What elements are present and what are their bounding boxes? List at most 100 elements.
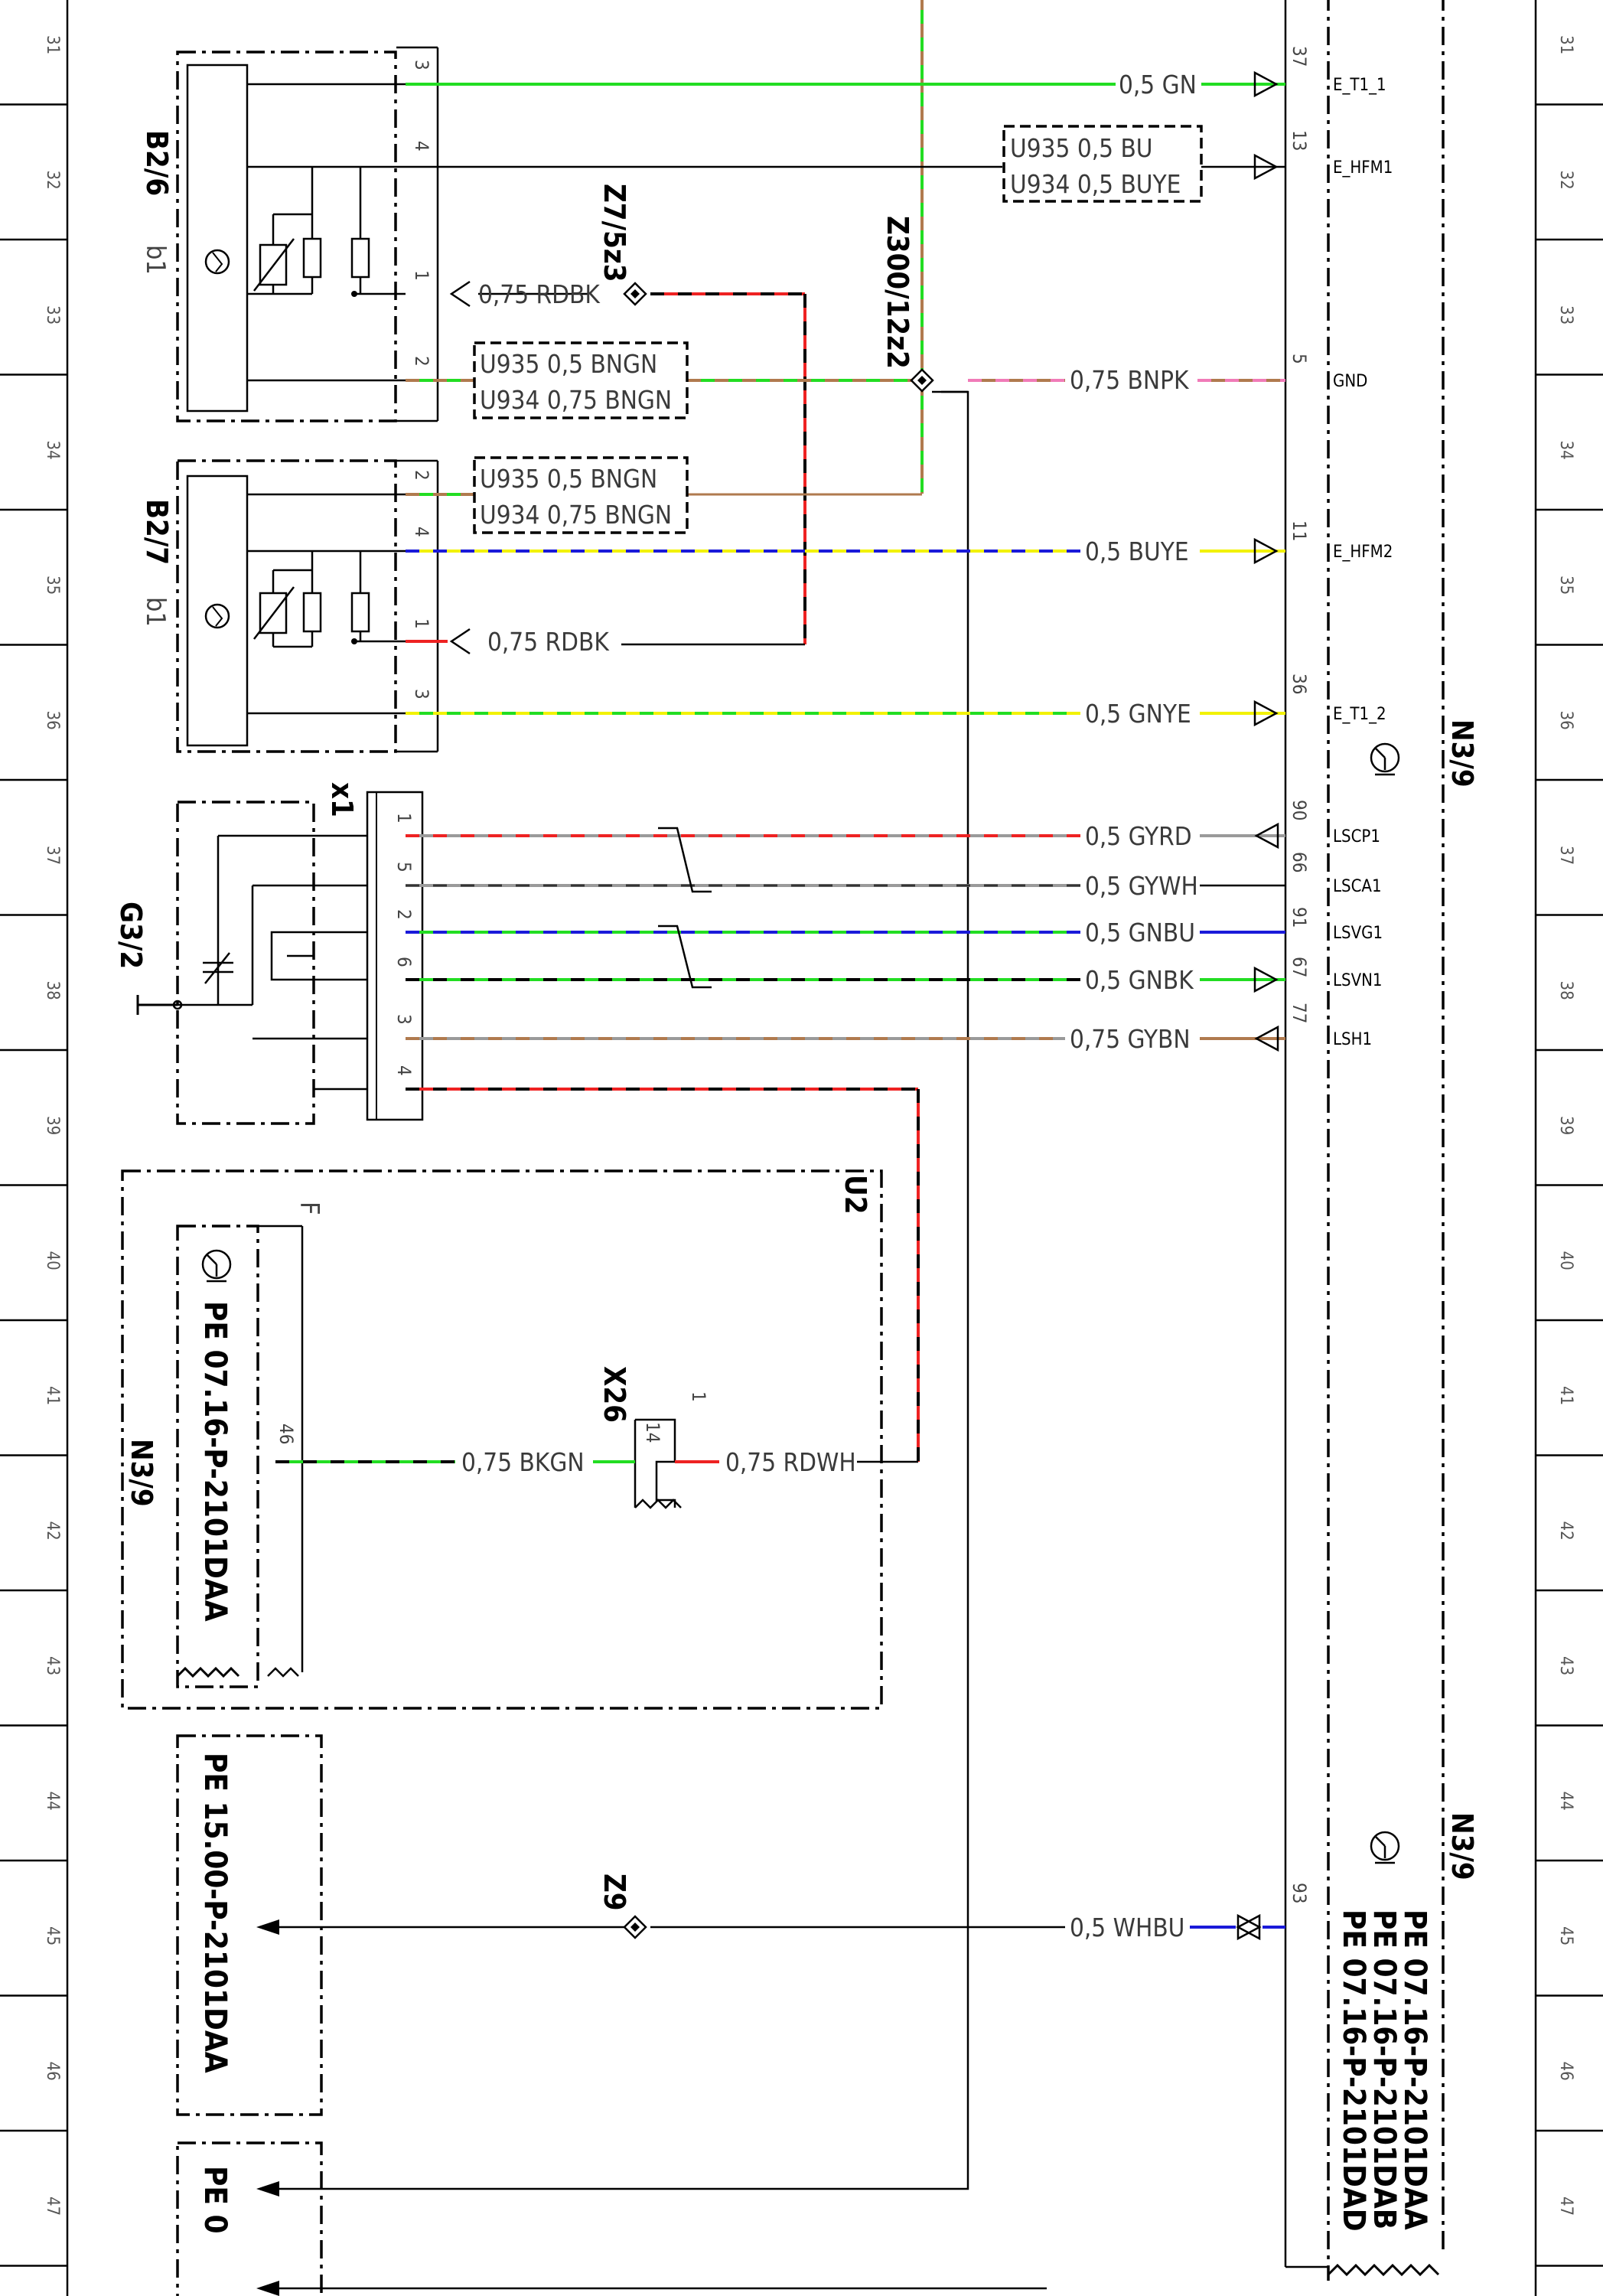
- row-number: 40: [1556, 1251, 1575, 1270]
- row-number: 45: [43, 1926, 62, 1945]
- row-number: 33: [43, 305, 62, 325]
- pe-reference[interactable]: PE 0: [197, 2166, 233, 2234]
- ntc-resistor: [253, 238, 295, 292]
- ntc-resistor: [253, 586, 295, 640]
- wires: [260, 0, 1285, 2290]
- component-n3-9: N3/9 N3/9 PE 07.16-P-2101DAA PE 07.16-P-…: [1284, 0, 1479, 2281]
- pin-label: 46: [275, 1424, 297, 1444]
- pin-label: 4: [393, 1065, 415, 1076]
- variant-line: U934 0,75 BNGN: [480, 500, 672, 530]
- n3-9-inner-ref: N3/9: [125, 1439, 158, 1507]
- wire-label-buye: 0,5 BUYE: [1085, 536, 1189, 566]
- pin-label: 1: [411, 618, 432, 629]
- u2-ref: U2: [839, 1175, 872, 1215]
- wire-label-bnpk: 0,75 BNPK: [1070, 365, 1190, 395]
- x1-ref: x1: [325, 782, 359, 817]
- pe-reference[interactable]: PE 07.16-P-2101DAB: [1367, 1910, 1402, 2229]
- pe-reference[interactable]: PE 07.16-P-2101DAA: [1397, 1910, 1432, 2230]
- wire-label-whbu: 0,5 WHBU: [1070, 1913, 1184, 1942]
- row-number: 37: [1556, 846, 1575, 865]
- wire-labels: 0,5 GN 0,75 RDBK 0,75 BNPK 0,5 BUYE 0,75…: [461, 70, 1198, 1942]
- ecu-symbol-icon: [1370, 742, 1400, 776]
- b2-6-sub: b1: [140, 245, 171, 275]
- pin-label: 5: [393, 862, 415, 872]
- row-number: 45: [1556, 1926, 1575, 1945]
- connector-x26: X26 14 1: [598, 1366, 709, 1509]
- signal-label: E_T1_1: [1333, 76, 1386, 95]
- pin-label: 36: [1289, 673, 1310, 694]
- signal-label: LSCA1: [1333, 877, 1382, 896]
- ecu-symbol-icon: [201, 1249, 232, 1283]
- reference-box-pe-15: PE 15.00-P-2101DAA: [176, 1734, 323, 2116]
- variant-line: U935 0,5 BNGN: [480, 464, 657, 494]
- splice-z9: Z9: [598, 1874, 647, 1939]
- wire-label-gywh: 0,5 GYWH: [1085, 871, 1198, 901]
- variant-box-hfm1: U935 0,5 BU U934 0,5 BUYE: [1002, 125, 1203, 203]
- wire-label-rdbk: 0,75 RDBK: [478, 279, 601, 309]
- signal-label: E_T1_2: [1333, 705, 1386, 724]
- branch-label: F: [294, 1202, 324, 1215]
- component-b2-7: B2/7 b1 2 4 1 3: [140, 459, 439, 753]
- pin-label: 66: [1289, 852, 1310, 872]
- pin-label: 4: [411, 527, 432, 537]
- variant-line: U934 0,5 BUYE: [1010, 169, 1181, 199]
- wire-label-gyrd: 0,5 GYRD: [1085, 821, 1192, 851]
- wire-label-gybn: 0,75 GYBN: [1070, 1024, 1191, 1054]
- wire-label-bkgn: 0,75 BKGN: [461, 1447, 585, 1477]
- row-number: 32: [43, 171, 62, 190]
- pe-reference[interactable]: PE 15.00-P-2101DAA: [197, 1753, 233, 2073]
- component-u2: U2 F PE 07.16-P-2101DAA N3/9 46 X26 14 1: [121, 1169, 883, 1710]
- row-number: 38: [43, 981, 62, 1000]
- z9-label: Z9: [598, 1874, 631, 1911]
- z300-12z2-label: Z300/12z2: [881, 216, 914, 369]
- pin-label: 2: [393, 909, 415, 920]
- pin-label: 1: [411, 270, 432, 281]
- row-number: 36: [43, 711, 62, 730]
- row-number: 44: [1556, 1792, 1575, 1811]
- row-number: 40: [43, 1251, 62, 1270]
- row-number: 36: [1556, 711, 1575, 730]
- row-number: 41: [1556, 1386, 1575, 1405]
- n3-9-lower-ref: N3/9: [1445, 1812, 1479, 1880]
- pin-label: 5: [1289, 354, 1310, 364]
- row-number: 39: [43, 1116, 62, 1135]
- row-number: 46: [43, 2062, 62, 2081]
- pin-label: 67: [1289, 957, 1310, 977]
- ecu-symbol-icon: [1370, 1831, 1400, 1864]
- pin-label: 1: [393, 813, 415, 823]
- b2-7-ref: B2/7: [140, 499, 174, 565]
- wire-label-gn: 0,5 GN: [1119, 70, 1197, 99]
- reference-box-pe-bottom: PE 0: [176, 2141, 323, 2296]
- pin-label: 3: [411, 689, 432, 700]
- n3-9-ref: N3/9: [1445, 719, 1479, 788]
- x26-ref: X26: [598, 1366, 631, 1423]
- resistor: [302, 237, 322, 279]
- row-number: 37: [43, 846, 62, 865]
- direction-arrows: [449, 70, 1279, 1941]
- component-g3-2: G3/2: [114, 801, 367, 1125]
- temperature-sensor-symbol: [204, 249, 230, 275]
- pe-reference[interactable]: PE 07.16-P-2101DAA: [197, 1301, 233, 1622]
- pin-label: 90: [1289, 800, 1310, 820]
- pe-reference[interactable]: PE 07.16-P-2101DAD: [1336, 1910, 1371, 2232]
- pin-label: 11: [1289, 520, 1310, 541]
- row-number: 42: [43, 1521, 62, 1541]
- pin-label: 6: [393, 957, 415, 967]
- signal-label: E_HFM1: [1333, 158, 1393, 178]
- pin-label: 2: [411, 356, 432, 367]
- arrowheads: [256, 1919, 279, 2296]
- z7-5z3-label: Z7/5z3: [598, 184, 631, 282]
- splice-z300-12z2: Z300/12z2: [881, 216, 934, 393]
- variant-box-b27-gnd: U935 0,5 BNGN U934 0,75 BNGN: [473, 456, 689, 534]
- signal-label: GND: [1333, 372, 1367, 391]
- pin-label: 1: [688, 1391, 709, 1402]
- wire-label-rdwh: 0,75 RDWH: [725, 1447, 856, 1477]
- pin-label: 91: [1289, 907, 1310, 928]
- row-number: 46: [1556, 2062, 1575, 2081]
- b2-7-sub: b1: [140, 597, 171, 627]
- signal-label: LSVN1: [1333, 971, 1383, 990]
- row-number: 34: [1556, 441, 1575, 460]
